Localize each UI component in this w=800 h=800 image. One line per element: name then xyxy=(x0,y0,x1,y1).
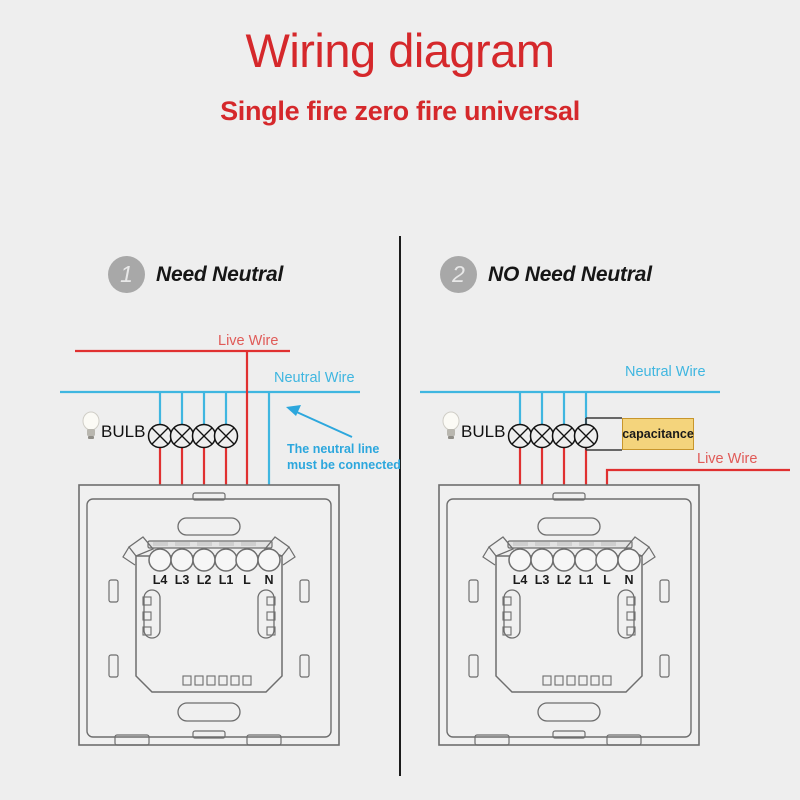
panel-heading-need-neutral: Need Neutral xyxy=(156,262,284,286)
neutral-note-arrow xyxy=(286,405,353,438)
live-wire-label-left: Live Wire xyxy=(218,333,279,349)
switch-module-right xyxy=(438,484,700,746)
note-line-1: The neutral line xyxy=(287,442,380,456)
light-bulb-icon-left xyxy=(82,411,100,439)
panel-divider xyxy=(399,236,401,776)
bulb-label-left: BULB xyxy=(101,422,146,441)
terminal-label-right-L2: L2 xyxy=(557,573,572,587)
page-title: Wiring diagram xyxy=(245,24,555,77)
terminal-label-left-L: L xyxy=(243,573,251,587)
terminal-label-right-L: L xyxy=(603,573,611,587)
terminal-label-left-L4: L4 xyxy=(153,573,168,587)
step-badge-1: 1 xyxy=(108,256,145,293)
capacitance-box: capacitance xyxy=(622,418,694,450)
terminal-label-left-L1: L1 xyxy=(219,573,234,587)
step-badge-2: 2 xyxy=(440,256,477,293)
panel-header-need-neutral: 1 Need Neutral xyxy=(108,256,283,293)
terminal-label-right-N: N xyxy=(624,573,633,587)
terminal-label-left-L3: L3 xyxy=(175,573,190,587)
panel-heading-no-need-neutral: NO Need Neutral xyxy=(488,262,652,286)
terminal-label-left-N: N xyxy=(264,573,273,587)
page-subtitle: Single fire zero fire universal xyxy=(220,96,580,126)
light-bulb-icon-right xyxy=(442,411,460,439)
bulb-symbol-right-2 xyxy=(529,423,555,449)
switch-module-left xyxy=(78,484,340,746)
bulb-symbol-right-4 xyxy=(573,423,599,449)
terminal-label-right-L1: L1 xyxy=(579,573,594,587)
bulb-label-right: BULB xyxy=(461,422,506,441)
neutral-wire-label-right: Neutral Wire xyxy=(625,364,706,380)
panel-header-no-need-neutral: 2 NO Need Neutral xyxy=(440,256,652,293)
live-wire-label-right: Live Wire xyxy=(697,451,758,467)
terminal-label-right-L4: L4 xyxy=(513,573,528,587)
bulb-symbol-left-1 xyxy=(147,423,173,449)
bulb-symbol-right-3 xyxy=(551,423,577,449)
neutral-wire-label-left: Neutral Wire xyxy=(274,370,355,386)
note-line-2: must be connected xyxy=(287,457,401,472)
neutral-connection-note: The neutral line must be connected xyxy=(287,442,401,473)
bulb-symbol-right-1 xyxy=(507,423,533,449)
terminal-label-left-L2: L2 xyxy=(197,573,212,587)
bulb-symbol-left-4 xyxy=(213,423,239,449)
terminal-label-right-L3: L3 xyxy=(535,573,550,587)
